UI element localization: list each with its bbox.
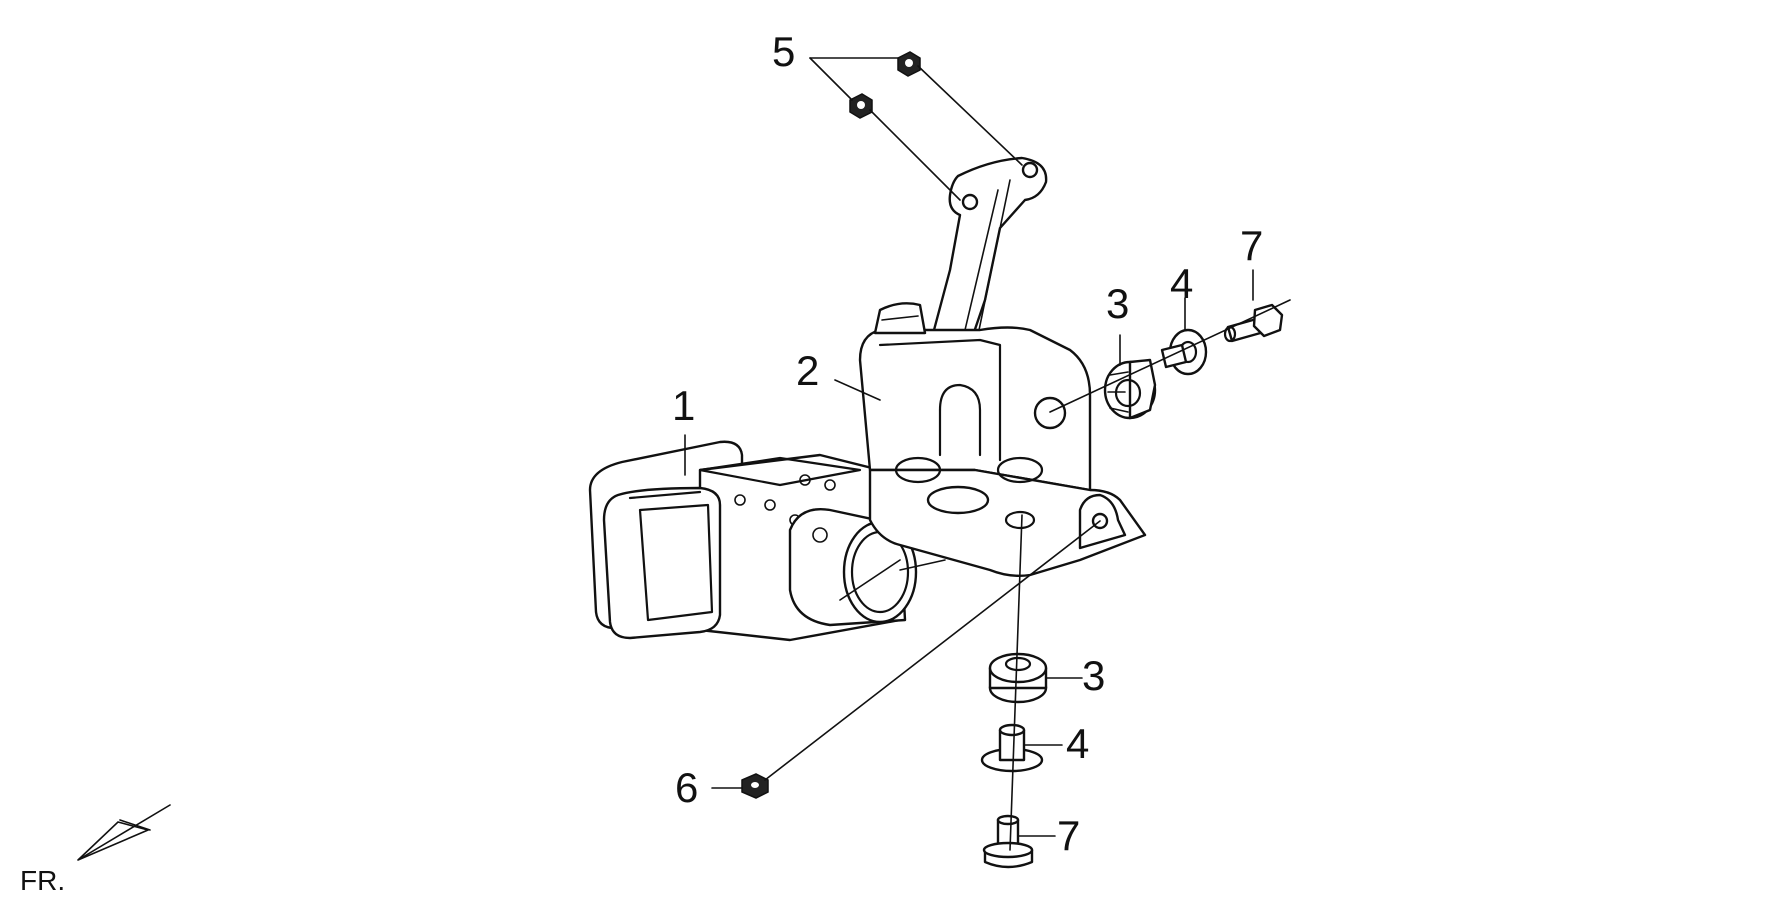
- callout-7-lower: 7: [1057, 812, 1080, 859]
- lower-grommet-3: [988, 652, 1048, 704]
- callout-7-upper: 7: [1240, 222, 1263, 269]
- nut-6: [741, 773, 769, 799]
- upper-bolt-7: [1223, 303, 1284, 343]
- front-direction-arrow-icon: [77, 804, 171, 861]
- callout-3-upper: 3: [1106, 280, 1129, 327]
- lower-bolt-7: [982, 814, 1034, 869]
- nut-5-upper: [897, 51, 921, 77]
- abs-bracket: [858, 156, 1147, 578]
- callout-1: 1: [672, 382, 695, 429]
- nut-5-lower: [849, 93, 873, 119]
- assembly-lines: [764, 65, 1291, 851]
- upper-collar-4: [1160, 328, 1208, 376]
- callout-2: 2: [796, 347, 819, 394]
- callout-leaders: [684, 57, 1254, 837]
- abs-unit: [588, 440, 918, 642]
- callout-6: 6: [675, 764, 698, 811]
- callout-5: 5: [772, 28, 795, 75]
- callout-3-lower: 3: [1082, 652, 1105, 699]
- front-direction-label: FR.: [20, 865, 65, 896]
- callout-4-upper: 4: [1170, 260, 1193, 307]
- lower-collar-4: [980, 723, 1044, 773]
- callout-4-lower: 4: [1066, 720, 1089, 767]
- upper-grommet-3: [1103, 358, 1157, 420]
